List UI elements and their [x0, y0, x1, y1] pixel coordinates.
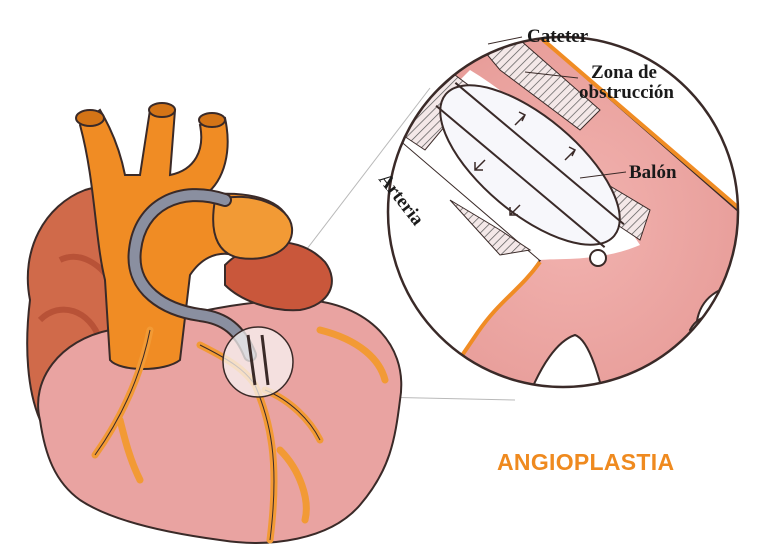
label-balon: Balón: [629, 163, 677, 183]
title-angioplastia: ANGIOPLASTIA: [497, 449, 674, 476]
label-zona-line1: Zona de: [579, 63, 674, 83]
magnifier-circle-small: [223, 327, 293, 397]
heart: [27, 103, 401, 543]
label-zona-obstruccion: Zona de obstrucción: [579, 63, 674, 103]
label-zona-line2: obstrucción: [579, 83, 674, 103]
zoom-circle: [380, 15, 759, 420]
label-cateter: Cateter: [527, 27, 588, 47]
